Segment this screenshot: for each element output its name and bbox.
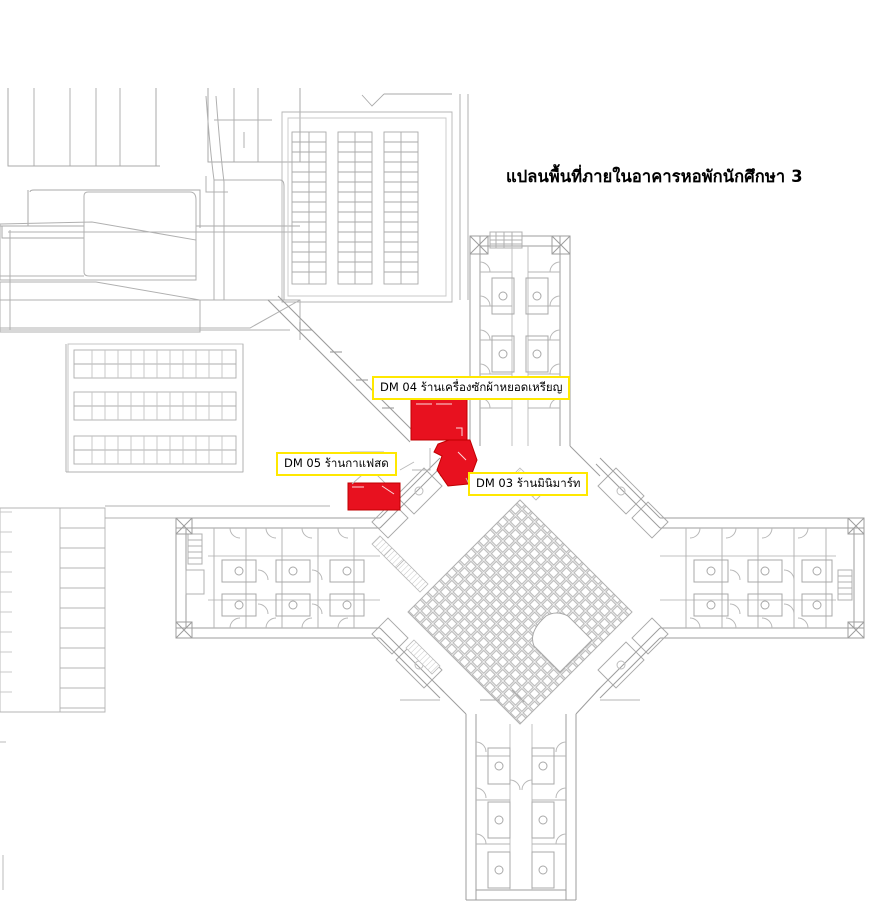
parking-lot-lower-left (67, 343, 244, 473)
ramp-structure-left (0, 221, 201, 333)
callout-dm05-coffee-shop[interactable]: DM 05 ร้านกาแฟสด (276, 452, 397, 476)
access-driveway (65, 344, 330, 519)
callout-dm03-minimart[interactable]: DM 03 ร้านมินิมาร์ท (468, 472, 589, 496)
dormitory-wing-west (175, 517, 380, 639)
dormitory-wing-north (469, 231, 571, 446)
dormitory-wing-east (660, 517, 865, 639)
parking-stalls-far-left (0, 507, 106, 890)
parking-stalls-top-left (7, 88, 301, 167)
unit-dm04-highlight (410, 398, 468, 441)
dormitory-wing-south (465, 714, 577, 901)
page-title: แปลนพื้นที่ภายในอาคารหอพักนักศึกษา 3 (506, 167, 803, 186)
highlighted-units-layer (347, 398, 478, 511)
pedestrian-ramp (267, 295, 419, 443)
parking-lot-upper-center (281, 93, 453, 303)
central-courtyard (407, 499, 633, 725)
site-roads-upper-right (205, 94, 469, 300)
landscape-island-left (83, 191, 197, 277)
callout-dm04-coin-laundry[interactable]: DM 04 ร้านเครื่องซักผ้าหยอดเหรียญ (372, 376, 571, 400)
courtyard-pavilion (480, 612, 593, 703)
unit-dm03-highlight (433, 439, 478, 487)
